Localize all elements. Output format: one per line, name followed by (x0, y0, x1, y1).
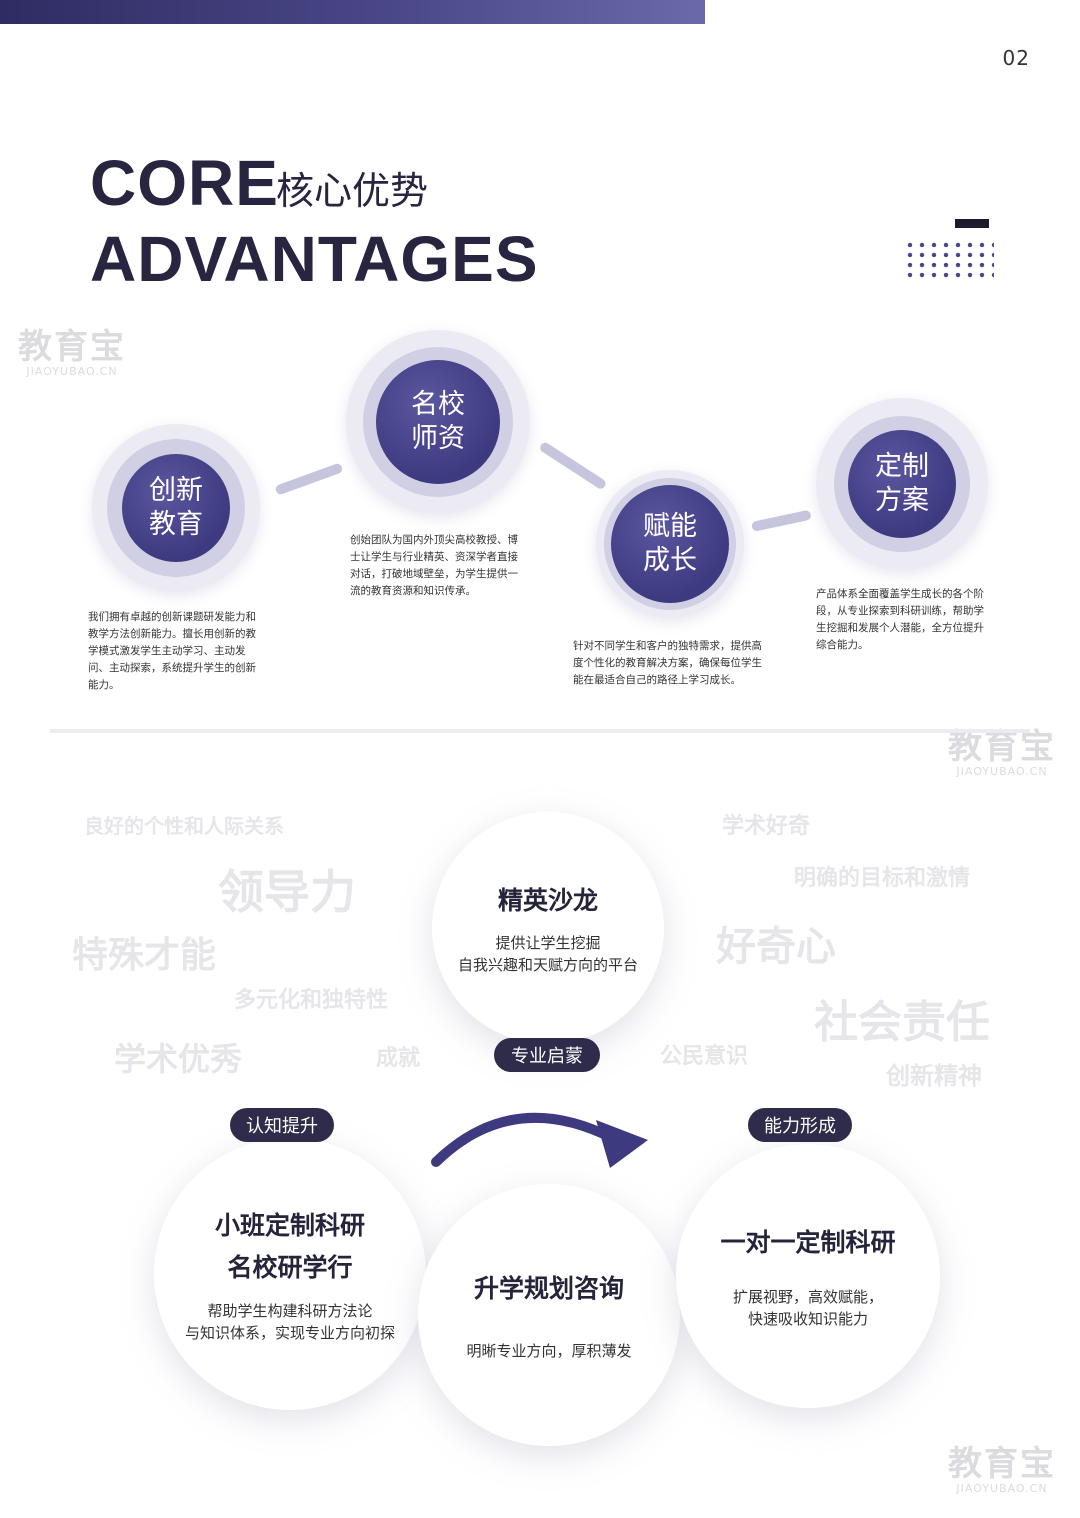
advantage-node-custom: 定制方案 (816, 398, 988, 570)
decorative-dot-grid (904, 240, 994, 280)
advantage-node-faculty: 名校师资 (346, 330, 530, 514)
watermark-en: JIAOYUBAO.CN (956, 765, 1048, 778)
cloud-word: 特殊才能 (72, 935, 217, 976)
connector-line (750, 509, 812, 532)
advantage-desc: 产品体系全面覆盖学生成长的各个阶段，从专业探索到科研训练，帮助学生挖掘和发展个人… (816, 588, 984, 651)
page-number: 02 (1002, 46, 1030, 70)
watermark: 教育宝 JIAOYUBAO.CN (948, 730, 1056, 777)
connector-line (274, 462, 344, 496)
advantage-desc: 我们拥有卓越的创新课题研发能力和教学方法创新能力。擅长用创新的教学模式激发学生主… (88, 611, 256, 691)
stage-desc: 明晰专业方向，厚积薄发 (466, 1342, 632, 1361)
stage-circle-elite-salon: 精英沙龙 提供让学生挖掘自我兴趣和天赋方向的平台 (432, 812, 664, 1044)
stage-desc: 提供让学生挖掘自我兴趣和天赋方向的平台 (457, 934, 638, 975)
section-divider (50, 729, 1030, 733)
pill-cognition-improvement: 认知提升 (230, 1108, 334, 1142)
cloud-word: 学术好奇 (722, 814, 811, 839)
cloud-word: 公民意识 (660, 1044, 749, 1069)
pill-professional-enlightenment: 专业启蒙 (494, 1038, 600, 1072)
title-advantages: ADVANTAGES (90, 223, 539, 295)
stage-title: 小班定制科研名校研学行 (214, 1210, 365, 1283)
cloud-word: 良好的个性和人际关系 (84, 814, 284, 838)
watermark-cn: 教育宝 (18, 327, 126, 367)
watermark: 教育宝 JIAOYUBAO.CN (18, 330, 126, 377)
stage-title: 一对一定制科研 (720, 1227, 896, 1257)
cloud-word: 好奇心 (716, 924, 836, 970)
stage-title: 升学规划咨询 (473, 1273, 624, 1303)
title-core: CORE (90, 147, 279, 219)
stage-title: 精英沙龙 (497, 885, 598, 915)
cloud-word: 明确的目标和激情 (794, 866, 971, 891)
top-accent-bar (0, 0, 705, 24)
stage-circle-one-on-one: 一对一定制科研 扩展视野，高效赋能，快速吸收知识能力 (676, 1144, 940, 1408)
watermark-cn: 教育宝 (948, 1444, 1056, 1484)
curved-arrow-icon (431, 1112, 648, 1168)
stage-circle-admission-planning: 升学规划咨询 明晰专业方向，厚积薄发 (418, 1184, 680, 1446)
stage-circle-small-class: 小班定制科研名校研学行 帮助学生构建科研方法论与知识体系，实现专业方向初探 (154, 1138, 426, 1410)
watermark-en: JIAOYUBAO.CN (956, 1482, 1048, 1495)
title-chinese: 核心优势 (276, 169, 429, 213)
advantage-desc: 创始团队为国内外顶尖高校教授、博士让学生与行业精英、资深学者直接对话，打破地域壁… (350, 534, 518, 597)
pill-ability-formation: 能力形成 (748, 1108, 852, 1142)
cloud-word: 社会责任 (814, 997, 990, 1048)
advantage-node-empower: 赋能成长 (596, 470, 744, 618)
advantage-title: 赋能成长 (611, 485, 729, 603)
decorative-dash (955, 219, 989, 228)
advantage-node-innovation: 创新教育 (92, 424, 260, 592)
watermark: 教育宝 JIAOYUBAO.CN (948, 1447, 1056, 1494)
cloud-word: 领导力 (218, 865, 356, 919)
advantage-title: 定制方案 (848, 430, 956, 538)
cloud-word: 多元化和独特性 (234, 988, 389, 1013)
cloud-word: 创新精神 (886, 1062, 982, 1090)
watermark-en: JIAOYUBAO.CN (26, 365, 118, 378)
cloud-word: 学术优秀 (114, 1040, 243, 1078)
cloud-word: 成就 (376, 1046, 421, 1071)
stage-desc: 帮助学生构建科研方法论与知识体系，实现专业方向初探 (184, 1301, 395, 1342)
advantage-title: 创新教育 (122, 454, 230, 562)
advantage-desc: 针对不同学生和客户的独特需求，提供高度个性化的教育解决方案，确保每位学生能在最适… (573, 640, 762, 686)
stage-desc: 扩展视野，高效赋能，快速吸收知识能力 (732, 1288, 883, 1329)
connector-line (538, 440, 608, 491)
advantage-title: 名校师资 (376, 360, 500, 484)
watermark-cn: 教育宝 (948, 727, 1056, 767)
